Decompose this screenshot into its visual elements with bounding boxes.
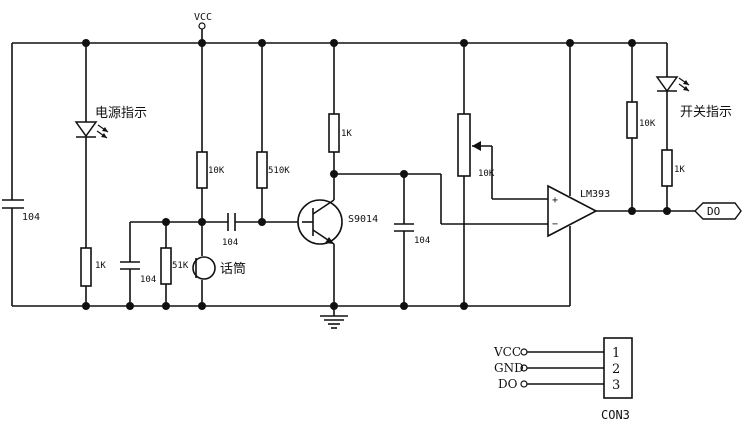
transistor-icon [297,199,343,245]
c-collector-value: 104 [414,236,430,246]
vcc-terminal: VCC [194,12,212,43]
connector-pin-1: VCC 1 [493,345,620,361]
pin-1-number: 1 [612,346,620,361]
microphone-label: 话筒 [220,261,246,277]
output-port-icon [694,202,742,220]
pin-3-label: DO [498,377,518,391]
transistor-model: S9014 [348,214,378,225]
power-led-label: 电源指示 [95,106,147,121]
comparator-plus: + [552,195,558,206]
capacitor-c-left: 104 [2,43,40,306]
r-collector-value: 1K [341,129,352,139]
comparator-minus: − [552,219,558,230]
output-stage: 10K 开关指示 1K DO [626,43,742,220]
pin-2-number: 2 [612,362,620,377]
pin-2-label: GND [494,361,524,375]
connector-name: CON3 [601,408,630,422]
r-mic-bias-value: 10K [208,166,225,176]
c-coupling-value: 104 [222,238,238,248]
transistor-stage: 1K S9014 104 [297,43,548,306]
pin-1-label: VCC [493,345,521,359]
r-pullup-value: 10K [639,119,656,129]
mic-network: 104 51K 话筒 10K 104 510K [120,43,302,306]
vcc-label: VCC [194,12,212,23]
connector-con3: CON3 VCC 1 GND 2 DO 3 [493,337,633,422]
connector-pin-2: GND 2 [494,361,620,377]
power-led-icon [74,121,98,138]
wiper-arrow-icon [472,141,481,151]
power-led-branch: 电源指示 1K [74,43,147,306]
switch-led-label: 开关指示 [680,105,732,120]
r-led-power-value: 1K [95,261,106,271]
r-led-switch-value: 1K [674,165,685,175]
r-mic-value: 51K [172,261,189,271]
comparator-icon [547,184,598,238]
junctions [82,39,671,310]
c-left-value: 104 [22,212,40,223]
r-base-bias-value: 510K [268,166,290,176]
microphone-icon [192,256,216,280]
switch-led-icon [655,76,679,93]
c-mic-filter-value: 104 [140,275,156,285]
pin-3-number: 3 [612,378,620,393]
potentiometer: 10K [457,43,548,306]
comparator: + − LM393 [547,43,695,306]
comparator-model: LM393 [580,189,610,200]
connector-pin-3: DO 3 [498,377,620,393]
potentiometer-value: 10K [478,169,495,179]
output-label: DO [707,205,720,218]
